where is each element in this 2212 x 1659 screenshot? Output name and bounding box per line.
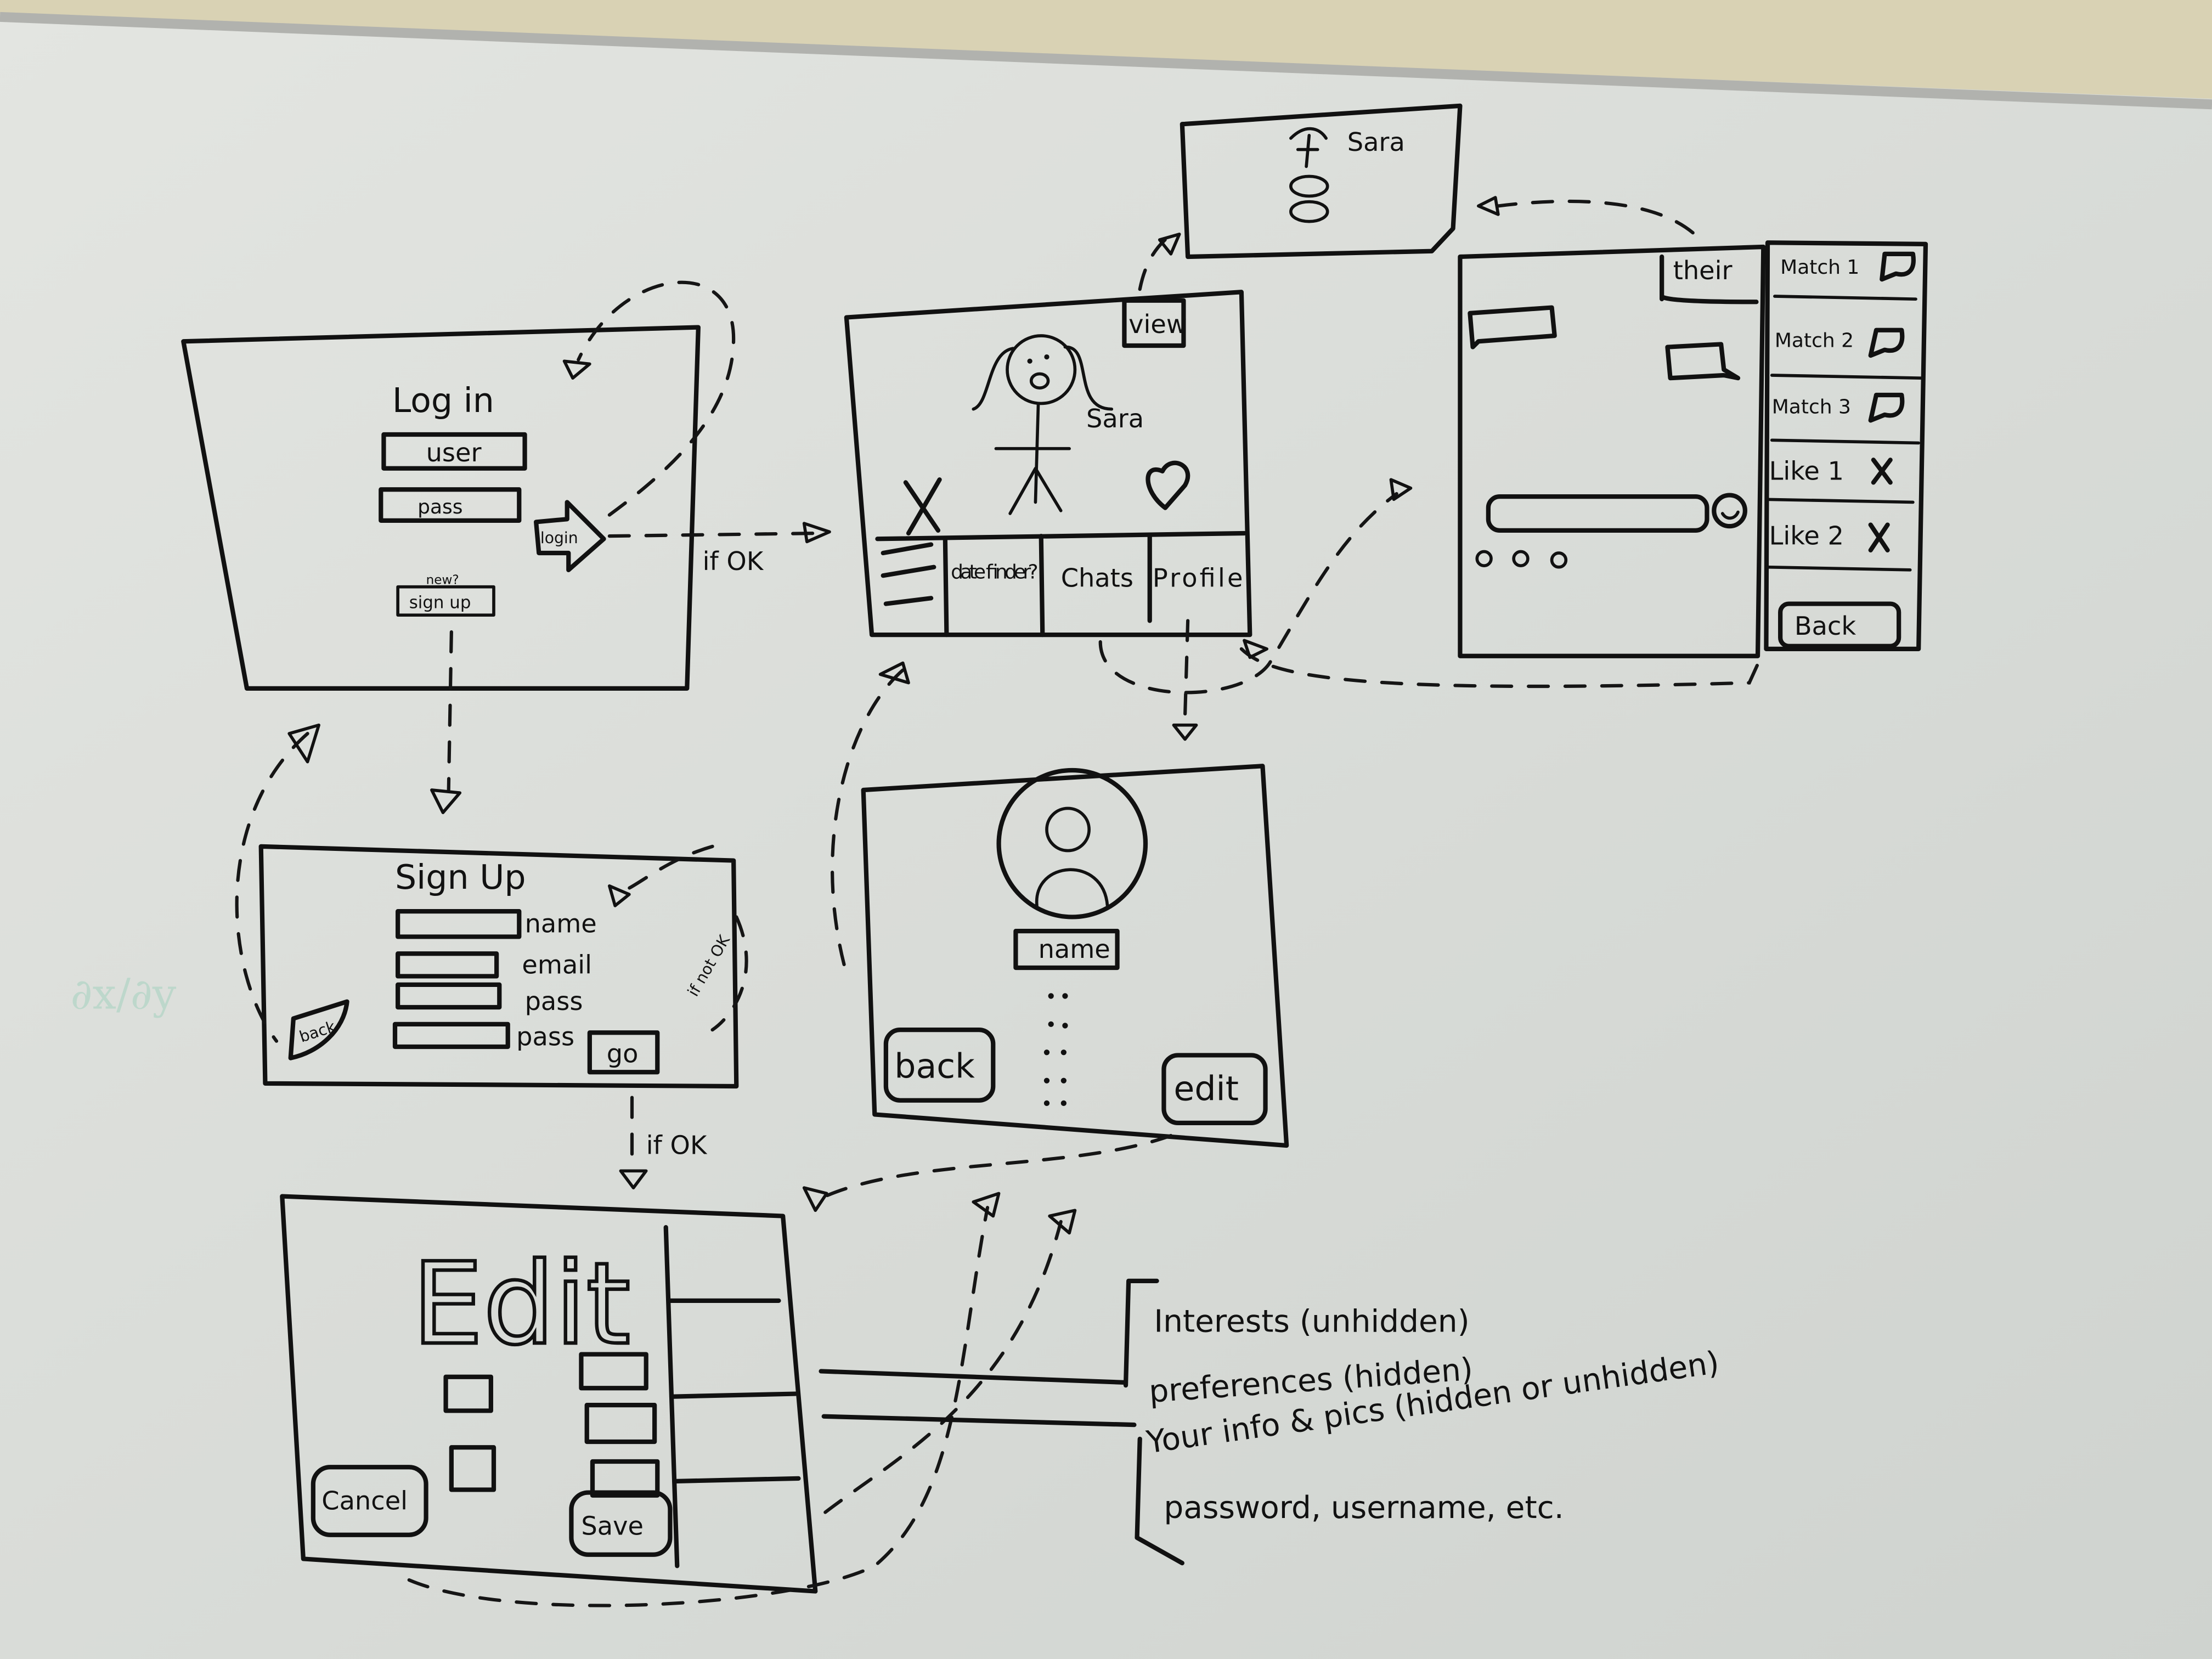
user-field-label: user xyxy=(426,438,482,467)
go-button[interactable] xyxy=(587,1030,660,1075)
profile-name: Sara xyxy=(1086,404,1144,433)
close-icon[interactable] xyxy=(1868,522,1890,552)
confirm-pass-field[interactable] xyxy=(392,1022,510,1049)
name-field[interactable] xyxy=(1013,929,1120,970)
pass-field-label: pass xyxy=(525,986,583,1016)
pass-field[interactable] xyxy=(379,487,522,523)
date-finder-screen: view Sara date finder? Chats Profile xyxy=(844,290,1252,637)
login-if-ok-label: if OK xyxy=(703,546,764,576)
save-button[interactable] xyxy=(569,1490,673,1557)
nav-chats[interactable]: Chats xyxy=(1061,563,1133,593)
avatar-head-icon xyxy=(1045,806,1091,853)
name-field[interactable] xyxy=(396,909,522,939)
login-button[interactable] xyxy=(534,500,606,572)
confirm-pass-field-label: pass xyxy=(516,1022,574,1051)
profile-photo-figure xyxy=(972,334,1114,515)
heart-icon[interactable] xyxy=(1146,460,1190,510)
profile-back-button[interactable] xyxy=(883,1028,996,1103)
signup-if-ok-label: if OK xyxy=(646,1130,708,1160)
chat-bubble-icon[interactable] xyxy=(1868,328,1905,358)
pass-field-label: pass xyxy=(417,496,462,518)
edit-field[interactable] xyxy=(590,1459,660,1498)
board-rail xyxy=(0,12,2212,110)
mini-figure-icon xyxy=(1289,127,1328,168)
photo-thumb-icon xyxy=(1289,200,1329,223)
signup-title: Sign Up xyxy=(395,857,526,897)
chat-list-label: Match 3 xyxy=(1772,396,1851,418)
edit-button[interactable] xyxy=(1161,1053,1268,1125)
their-tab[interactable] xyxy=(1660,254,1759,304)
nav-date-finder[interactable]: date finder? xyxy=(951,561,1038,583)
photo-thumb-icon xyxy=(1289,174,1329,198)
checkbox[interactable] xyxy=(443,1374,493,1413)
emoji-button[interactable] xyxy=(1712,493,1747,529)
dislike-button[interactable] xyxy=(903,477,942,536)
message-input[interactable] xyxy=(1486,494,1709,533)
chat-list-item[interactable]: Match 3 xyxy=(1772,392,1905,423)
chat-list-item[interactable]: Match 1 xyxy=(1780,251,1916,282)
go-button-label: go xyxy=(607,1039,639,1068)
chats-screen: their Match 1 Match 2 Match 3 Like 1 xyxy=(1458,240,1928,658)
cancel-button-label: Cancel xyxy=(321,1486,408,1515)
edit-button-label: edit xyxy=(1173,1069,1238,1109)
my-profile-screen: name back edit xyxy=(861,764,1289,1148)
chat-list-item[interactable]: Like 1 xyxy=(1769,456,1893,486)
chat-list-label: Like 1 xyxy=(1769,456,1844,486)
menu-icon[interactable] xyxy=(881,542,936,606)
profile-preview-screen: Sara xyxy=(1180,103,1463,259)
chat-bubble-icon[interactable] xyxy=(1868,392,1905,423)
user-field[interactable] xyxy=(381,432,527,471)
cancel-button[interactable] xyxy=(311,1465,428,1537)
note-password: password, username, etc. xyxy=(1164,1489,1564,1526)
chats-back-label: Back xyxy=(1795,611,1857,641)
login-title: Log in xyxy=(392,381,494,420)
message-bubble-sent xyxy=(1665,342,1741,381)
signup-button[interactable] xyxy=(396,585,495,617)
their-tab-label[interactable]: their xyxy=(1673,256,1733,285)
attachment-icon[interactable] xyxy=(1475,550,1493,567)
email-field[interactable] xyxy=(396,951,499,979)
edit-screen: Edit Cancel Save xyxy=(280,1194,818,1594)
message-bubble-received xyxy=(1468,305,1557,349)
chat-list-label: Match 2 xyxy=(1775,330,1854,352)
attachment-icon[interactable] xyxy=(1550,551,1568,569)
pass-field[interactable] xyxy=(396,982,502,1010)
edit-field[interactable] xyxy=(579,1352,648,1391)
close-icon[interactable] xyxy=(903,477,942,536)
signup-button-label: sign up xyxy=(409,592,471,612)
chat-list-label: Match 1 xyxy=(1780,256,1859,279)
view-button-label: view xyxy=(1128,309,1187,339)
note-interests: Interests (unhidden) xyxy=(1154,1303,1469,1339)
avatar xyxy=(996,768,1148,919)
chat-list-item[interactable]: Like 2 xyxy=(1769,521,1890,552)
checkbox[interactable] xyxy=(449,1445,496,1492)
wall xyxy=(0,0,2212,99)
edit-title: Edit xyxy=(412,1238,630,1370)
chat-bubble-icon[interactable] xyxy=(1880,251,1916,282)
chat-list-item[interactable]: Match 2 xyxy=(1775,328,1905,358)
preview-name: Sara xyxy=(1347,127,1405,157)
board-surface xyxy=(0,20,2212,1659)
email-field-label: email xyxy=(522,950,592,979)
ghost-text: ∂x/∂y xyxy=(71,970,177,1019)
view-button[interactable] xyxy=(1122,298,1186,348)
save-button-label: Save xyxy=(581,1511,644,1541)
name-field-label: name xyxy=(1039,934,1110,964)
login-button-label: login xyxy=(540,529,578,547)
smiley-icon[interactable] xyxy=(1712,493,1747,529)
chats-back-button[interactable] xyxy=(1778,601,1901,648)
name-field-label: name xyxy=(525,909,597,939)
signup-hint: new? xyxy=(426,573,459,588)
profile-more-dots xyxy=(1043,993,1068,1106)
login-screen: Log in user pass login new? sign up xyxy=(181,325,701,691)
edit-field[interactable] xyxy=(584,1403,657,1444)
chat-list-label: Like 2 xyxy=(1769,521,1844,551)
close-icon[interactable] xyxy=(1871,458,1893,485)
signup-back-button[interactable] xyxy=(288,999,349,1060)
attachment-icon[interactable] xyxy=(1512,550,1530,567)
profile-back-label: back xyxy=(894,1047,975,1086)
chat-list-sidebar xyxy=(1764,240,1928,651)
